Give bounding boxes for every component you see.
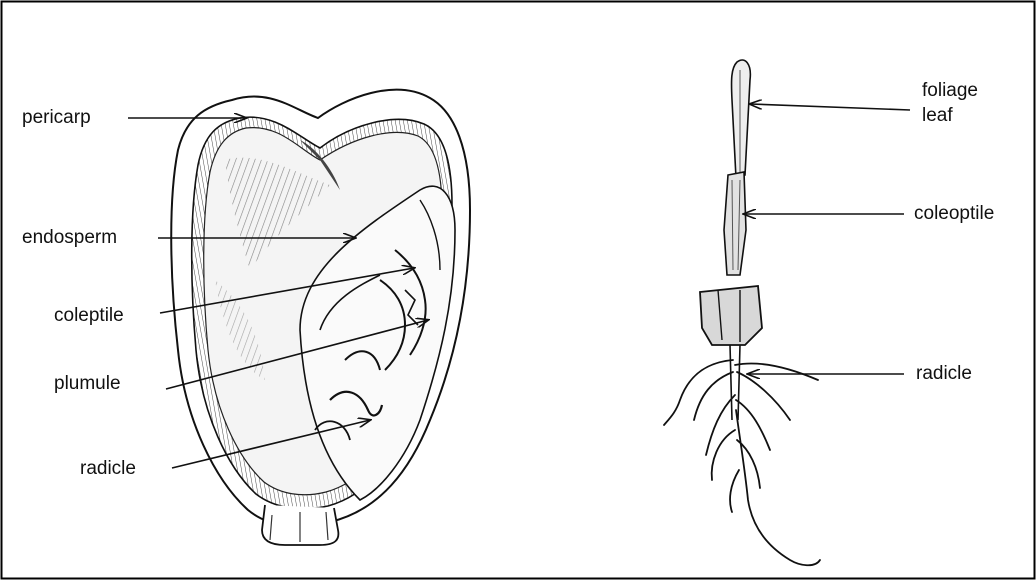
- foliage-leaf: [732, 60, 751, 178]
- foliage-leaf-pointer: [750, 104, 910, 110]
- label-coleptile: coleptile: [54, 306, 124, 326]
- label-radicle-seedling: radicle: [916, 364, 972, 384]
- label-endosperm: endosperm: [22, 228, 117, 248]
- label-radicle-seed: radicle: [80, 459, 136, 479]
- coleoptile-sheath: [724, 172, 746, 275]
- label-coleoptile-seedling: coleoptile: [914, 204, 994, 224]
- label-foliage-leaf: foliage leaf: [922, 78, 1002, 128]
- seedling-drawing: [664, 60, 820, 565]
- label-plumule: plumule: [54, 374, 121, 394]
- seed-remnant: [700, 286, 762, 345]
- root-system: [664, 360, 820, 565]
- seed-cross-section: [171, 90, 470, 545]
- label-pericarp: pericarp: [22, 108, 91, 128]
